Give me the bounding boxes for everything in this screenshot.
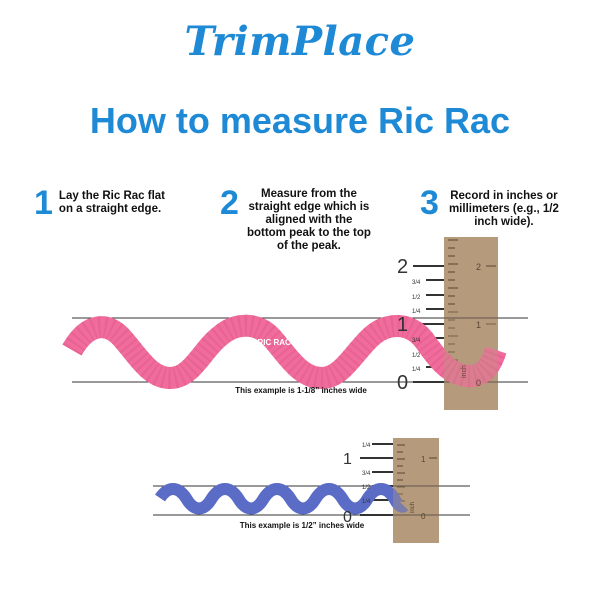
large-left-frac-3: 1/4: [412, 309, 421, 315]
large-left-number-0: 0: [397, 372, 408, 394]
step-1: 1 Lay the Ric Rac flat on a straight edg…: [34, 186, 179, 220]
step-3: 3 Record in inches or millimeters (e.g.,…: [420, 186, 563, 229]
large-left-frac-6: 1/4: [412, 367, 421, 373]
small-ruler: [393, 438, 439, 543]
large-left-frac-5: 1/2: [412, 353, 421, 359]
small-left-frac-4: 1/4: [362, 499, 371, 505]
small-ric-rac-trim: [155, 483, 409, 515]
large-left-number-2: 2: [397, 256, 408, 278]
small-ruler-right-labels: 1 0 inch: [410, 455, 426, 521]
large-ric-rac-texture: [62, 314, 507, 390]
large-example: RIC RAC TRIM 2 1 0 3/4 1/2 1/4 3/4 1/2 1…: [62, 237, 528, 410]
step-3-text: Record in inches or millimeters (e.g., 1…: [448, 190, 559, 228]
small-caption: This example is 1/2” inches wide: [240, 521, 365, 530]
large-caption: This example is 1-1/8” inches wide: [235, 386, 367, 395]
step-1-text: Lay the Ric Rac flat on a straight edge.: [58, 190, 166, 215]
step-1-number: 1: [34, 184, 53, 222]
large-left-frac-4: 3/4: [412, 338, 421, 344]
small-example: 1 0 1/4 3/4 1/2 1/4 1 0 inch This exampl…: [153, 438, 470, 543]
large-left-frac-1: 3/4: [412, 280, 421, 286]
small-left-number-1: 1: [343, 451, 352, 468]
large-ruler-left-labels: 2 1 0 3/4 1/2 1/4 3/4 1/2 1/4: [397, 256, 421, 394]
small-left-number-0: 0: [343, 509, 352, 526]
page-title: How to measure Ric Rac: [89, 100, 511, 141]
large-ruler-unit: inch: [461, 365, 468, 378]
large-ruler-right-labels: 2 1 0 inch: [461, 262, 481, 388]
large-right-number-2: 2: [476, 262, 481, 272]
large-ruler-overlay: [444, 310, 498, 386]
large-right-number-0: 0: [476, 378, 481, 388]
large-left-number-1: 1: [397, 314, 408, 336]
small-left-frac-1: 1/4: [362, 443, 371, 449]
trimplace-logo: TrimPlace: [184, 18, 416, 65]
small-left-frac-3: 1/2: [362, 485, 371, 491]
large-left-frac-2: 1/2: [412, 295, 421, 301]
large-trim-label: RIC RAC TRIM: [257, 338, 312, 347]
small-right-number-1: 1: [421, 455, 426, 464]
large-ric-rac-trim: [62, 314, 507, 390]
small-ruler-left-labels: 1 0 1/4 3/4 1/2 1/4: [343, 443, 371, 526]
small-ruler-overlay: [393, 484, 439, 518]
small-right-number-0: 0: [421, 512, 426, 521]
large-right-number-1: 1: [476, 320, 481, 330]
step-2: 2 Measure from the straight edge which i…: [220, 186, 373, 253]
small-left-frac-2: 3/4: [362, 471, 371, 477]
small-ruler-unit: inch: [410, 502, 416, 513]
step-2-number: 2: [220, 184, 239, 222]
step-2-text: Measure from the straight edge which is …: [246, 188, 371, 252]
step-3-number: 3: [420, 184, 439, 222]
